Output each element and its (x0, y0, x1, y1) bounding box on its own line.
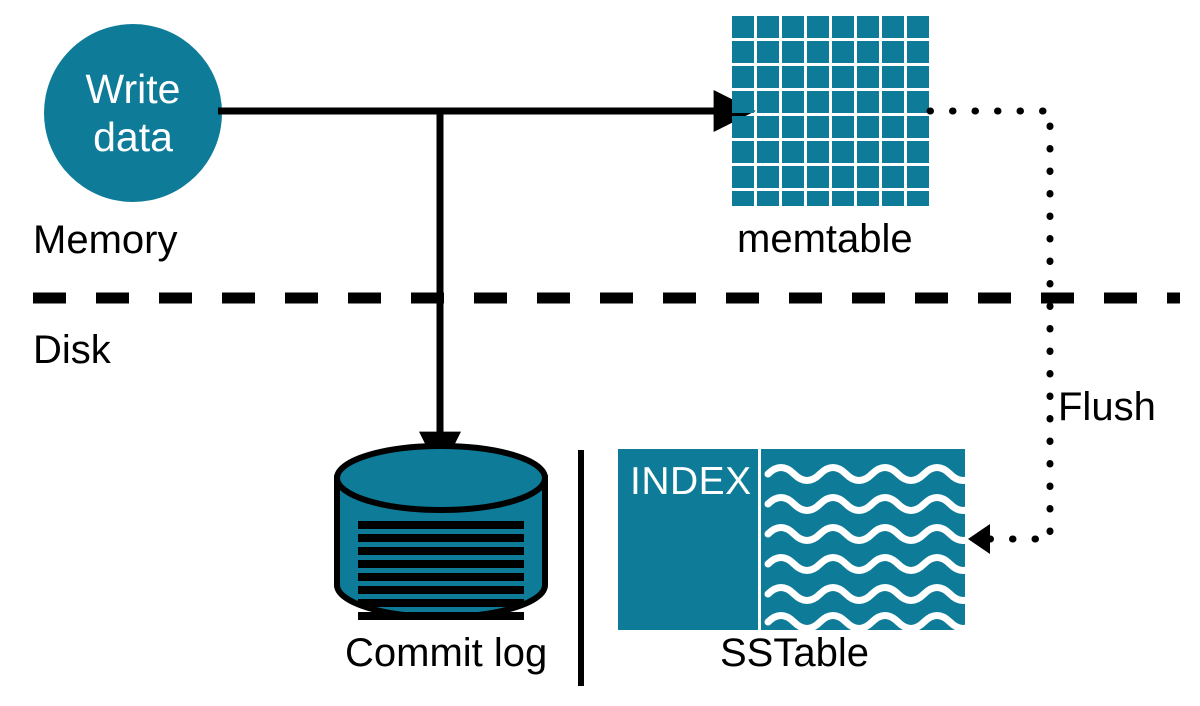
commit-log-lines (358, 521, 524, 620)
sstable-index-label: INDEX (630, 460, 752, 503)
memory-region-label: Memory (33, 218, 178, 262)
flush-edge-label: Flush (1058, 385, 1156, 429)
sstable-box (618, 449, 965, 630)
sstable-label: SSTable (720, 631, 869, 675)
commit-log-cylinder (334, 443, 548, 620)
disk-region-label: Disk (33, 328, 111, 372)
edge-flush-dotted (926, 107, 1054, 554)
memtable-grid (732, 16, 929, 206)
write-data-circle (44, 24, 222, 202)
sstable-wave-lines (764, 464, 965, 630)
commit-log-label: Commit log (345, 631, 548, 675)
memtable-label: memtable (737, 217, 913, 261)
section-separator-bar (578, 450, 584, 686)
sstable-index-panel (618, 449, 758, 630)
